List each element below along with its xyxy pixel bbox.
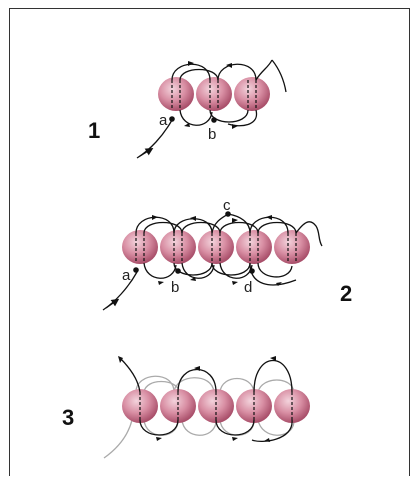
fig2-point-d-dot — [249, 268, 255, 274]
fig3-bead-5 — [274, 389, 310, 423]
fig3-bead-2 — [160, 389, 196, 423]
fig1-entry-arrow — [139, 147, 154, 157]
fig2-point-a-dot — [133, 267, 139, 273]
fig3-new-thread — [119, 357, 293, 443]
figure-2: a b c d — [102, 197, 323, 311]
fig1-bead-2 — [196, 77, 232, 111]
step-1-number: 1 — [88, 118, 101, 143]
fig2-label-d: d — [244, 279, 252, 296]
fig1-point-a-dot — [169, 116, 175, 122]
fig2-bead-2 — [160, 230, 196, 264]
fig2-label-c: c — [223, 197, 231, 214]
fig3-bead-1 — [122, 389, 158, 423]
fig1-point-b-dot — [211, 117, 217, 123]
fig2-bead-3 — [198, 230, 234, 264]
step-2-number: 2 — [340, 281, 353, 306]
fig2-label-a: a — [122, 267, 131, 284]
fig2-entry-thread — [102, 271, 138, 311]
fig2-bead-1 — [122, 230, 158, 264]
diagram-frame — [9, 8, 410, 476]
fig1-label-a: a — [159, 112, 168, 129]
fig2-entry-arrow — [105, 298, 120, 309]
fig2-label-b: b — [171, 279, 179, 296]
fig2-point-c-dot — [225, 211, 231, 217]
step-3-number: 3 — [62, 405, 75, 430]
figure-3 — [103, 356, 310, 459]
fig1-bead-3 — [234, 77, 270, 111]
fig1-label-b: b — [208, 126, 216, 143]
fig3-bead-3 — [198, 389, 234, 423]
fig2-bead-5 — [274, 230, 310, 264]
fig2-point-b-dot — [175, 268, 181, 274]
fig2-bead-4 — [236, 230, 272, 264]
fig1-bead-1 — [158, 77, 194, 111]
figure-1: a b — [136, 59, 287, 159]
fig3-bead-4 — [236, 389, 272, 423]
